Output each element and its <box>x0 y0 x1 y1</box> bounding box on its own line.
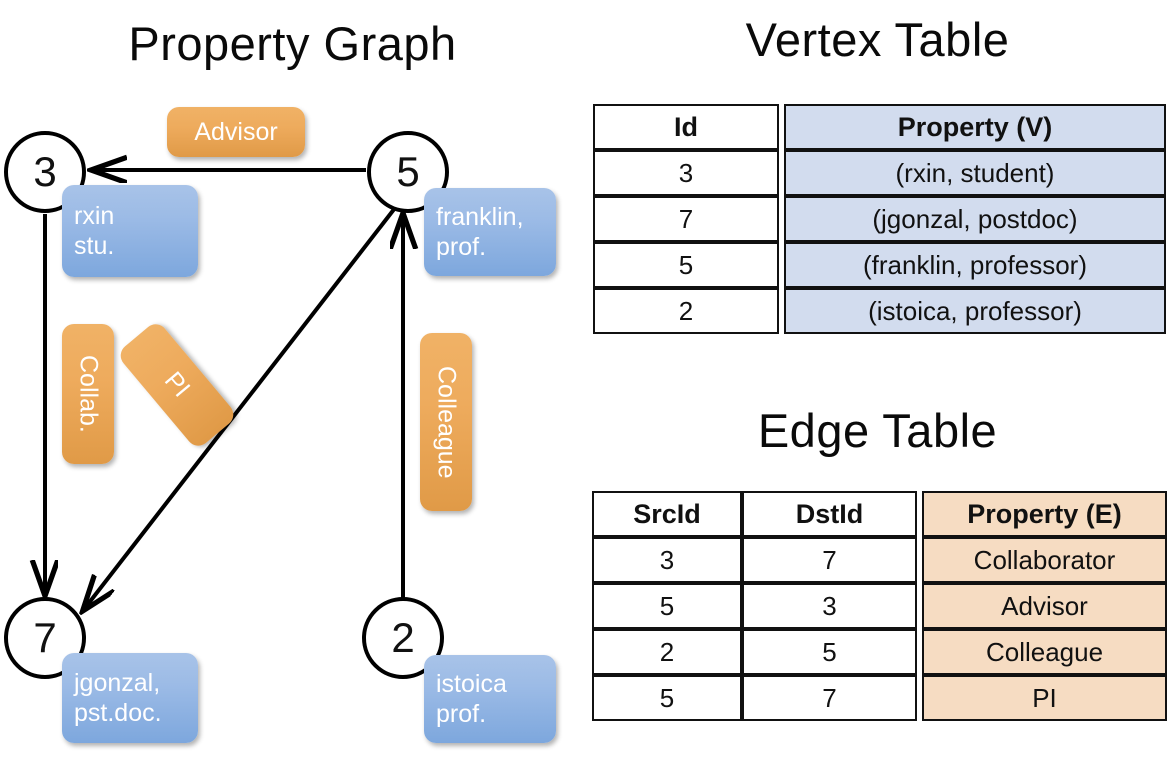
table-row[interactable]: 7 (jgonzal, postdoc) <box>593 196 1166 242</box>
table-row[interactable]: 5 7 PI <box>592 675 1167 721</box>
vertex-property-box-5-line2: prof. <box>436 233 487 261</box>
vertex-table: Id Property (V) 3 (rxin, student) 7 (jgo… <box>593 104 1166 334</box>
vertex-property-box-3[interactable]: rxin stu. <box>62 185 198 277</box>
vertex-property-box-2-line2: prof. <box>436 700 487 728</box>
edge-cell-srcid: 2 <box>592 629 742 675</box>
edge-cell-srcid: 3 <box>592 537 742 583</box>
graph-node-7-label: 7 <box>33 614 57 661</box>
edge-label-collab[interactable]: Collab. <box>62 324 114 464</box>
page-title-vertex-table: Vertex Table <box>745 13 1010 66</box>
edge-cell-property: Collaborator <box>922 537 1167 583</box>
edge-cell-property: PI <box>922 675 1167 721</box>
page-title-property-graph: Property Graph <box>128 17 457 70</box>
property-graph-panel: Property Graph 3 5 7 2 rxin stu. frankli… <box>0 0 585 760</box>
table-row[interactable]: 3 (rxin, student) <box>593 150 1166 196</box>
edge-label-colleague[interactable]: Colleague <box>420 333 472 511</box>
edge-table-header-row: SrcId DstId Property (E) <box>592 491 1167 537</box>
edge-cell-property: Colleague <box>922 629 1167 675</box>
graph-node-5[interactable]: 5 <box>367 131 449 213</box>
vertex-table-header-id: Id <box>593 104 779 150</box>
vertex-property-box-5[interactable]: franklin, prof. <box>424 188 556 276</box>
table-row[interactable]: 3 7 Collaborator <box>592 537 1167 583</box>
table-row[interactable]: 5 (franklin, professor) <box>593 242 1166 288</box>
edge-label-collab-text: Collab. <box>74 355 103 433</box>
vertex-property-box-5-line1: franklin, <box>436 202 524 231</box>
edge-cell-dstid: 3 <box>742 583 917 629</box>
vertex-table-header-property: Property (V) <box>784 104 1166 150</box>
edge-cell-property: Advisor <box>922 583 1167 629</box>
edge-label-advisor-text: Advisor <box>194 117 278 146</box>
edge-label-advisor[interactable]: Advisor <box>167 107 305 157</box>
vertex-cell-property: (istoica, professor) <box>784 288 1166 334</box>
vertex-cell-id: 2 <box>593 288 779 334</box>
vertex-cell-id: 5 <box>593 242 779 288</box>
table-row[interactable]: 2 5 Colleague <box>592 629 1167 675</box>
page-title-edge-table: Edge Table <box>757 404 998 457</box>
vertex-property-box-7-line2: pst.doc. <box>74 699 162 727</box>
edge-table: SrcId DstId Property (E) 3 7 Collaborato… <box>592 491 1167 721</box>
table-row[interactable]: 5 3 Advisor <box>592 583 1167 629</box>
edge-cell-dstid: 7 <box>742 537 917 583</box>
vertex-property-box-3-line2: stu. <box>74 232 115 260</box>
vertex-property-box-7[interactable]: jgonzal, pst.doc. <box>62 653 198 743</box>
vertex-property-box-2[interactable]: istoica prof. <box>424 655 556 743</box>
graph-node-3-label: 3 <box>33 148 57 195</box>
vertex-property-box-2-line1: istoica <box>436 669 507 698</box>
edge-cell-dstid: 5 <box>742 629 917 675</box>
edge-cell-srcid: 5 <box>592 583 742 629</box>
vertex-cell-property: (franklin, professor) <box>784 242 1166 288</box>
vertex-cell-id: 3 <box>593 150 779 196</box>
vertex-property-box-3-line1: rxin <box>74 201 115 230</box>
vertex-cell-id: 7 <box>593 196 779 242</box>
table-row[interactable]: 2 (istoica, professor) <box>593 288 1166 334</box>
edge-5-to-7 <box>85 206 397 608</box>
edge-table-header-property: Property (E) <box>922 491 1167 537</box>
graph-node-2[interactable]: 2 <box>362 597 444 679</box>
vertex-property-box-7-line1: jgonzal, <box>74 668 161 697</box>
edge-cell-dstid: 7 <box>742 675 917 721</box>
graph-node-2-label: 2 <box>391 614 415 661</box>
vertex-cell-property: (rxin, student) <box>784 150 1166 196</box>
edge-label-colleague-text: Colleague <box>432 365 461 479</box>
edge-table-header-srcid: SrcId <box>592 491 742 537</box>
edge-label-pi-text: PI <box>159 366 196 403</box>
edge-table-header-dstid: DstId <box>742 491 917 537</box>
graph-node-5-label: 5 <box>396 148 420 195</box>
graph-edges-layer <box>0 0 585 760</box>
vertex-table-header-row: Id Property (V) <box>593 104 1166 150</box>
edge-cell-srcid: 5 <box>592 675 742 721</box>
vertex-cell-property: (jgonzal, postdoc) <box>784 196 1166 242</box>
